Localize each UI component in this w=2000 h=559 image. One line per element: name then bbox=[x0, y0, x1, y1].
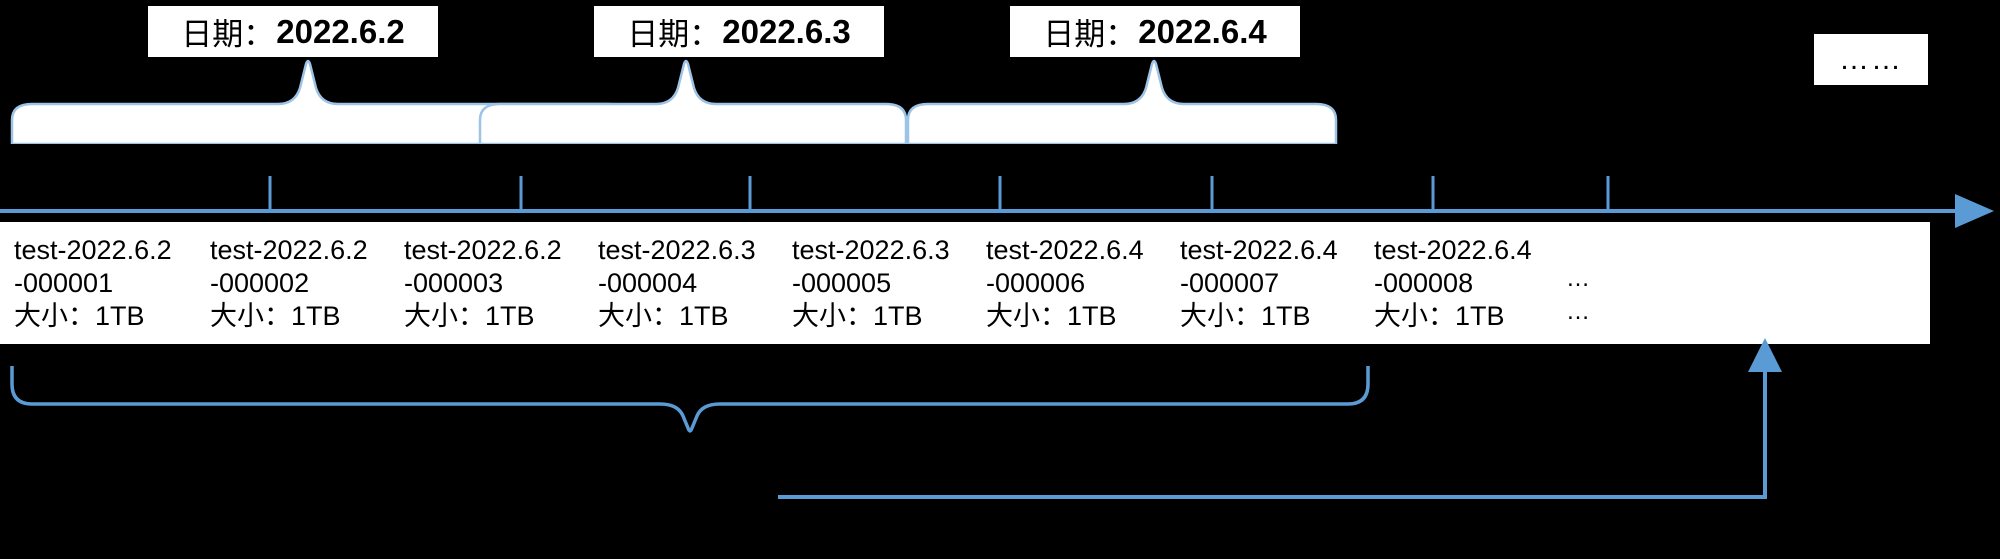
restore-target-connector bbox=[778, 338, 1782, 499]
snapshot-id: -000006 bbox=[986, 268, 1086, 298]
date-label-value: 2022.6.3 bbox=[722, 12, 851, 50]
snapshot-size: 大小：1TB bbox=[14, 301, 145, 331]
snapshot-id: -000007 bbox=[1180, 268, 1280, 298]
overflow-dots-line-2: … bbox=[1566, 298, 1592, 325]
snapshot-cell[interactable]: test-2022.6.4 -000007 大小：1TB bbox=[1166, 222, 1360, 344]
date-label-prefix: 日期： bbox=[181, 17, 275, 52]
timeline-axis bbox=[0, 176, 1994, 228]
snapshot-size: 大小：1TB bbox=[1374, 301, 1505, 331]
date-label-box-2: 日期： 2022.6.3 bbox=[592, 4, 886, 59]
overflow-dots-line-1: … bbox=[1566, 265, 1592, 292]
full-range-underbrace bbox=[10, 366, 1370, 433]
date-label-value: 2022.6.2 bbox=[276, 12, 405, 50]
snapshot-cell[interactable]: test-2022.6.3 -000004 大小：1TB bbox=[584, 222, 778, 344]
snapshot-name: test-2022.6.4 bbox=[1180, 235, 1338, 265]
snapshot-id: -000003 bbox=[404, 268, 504, 298]
snapshot-cell[interactable]: test-2022.6.4 -000006 大小：1TB bbox=[972, 222, 1166, 344]
group-brace-2022-6-3 bbox=[478, 59, 908, 144]
date-label-box-3: 日期： 2022.6.4 bbox=[1008, 4, 1302, 59]
snapshot-name: test-2022.6.2 bbox=[404, 235, 562, 265]
connector-arrowhead bbox=[1748, 338, 1782, 372]
ellipsis-text: …… bbox=[1839, 42, 1903, 76]
snapshot-id: -000002 bbox=[210, 268, 310, 298]
snapshot-cells-row: test-2022.6.2 -000001 大小：1TB test-2022.6… bbox=[0, 222, 1930, 344]
more-dates-ellipsis-box: …… bbox=[1812, 32, 1930, 87]
snapshot-id: -000005 bbox=[792, 268, 892, 298]
snapshot-size: 大小：1TB bbox=[404, 301, 535, 331]
snapshot-id: -000008 bbox=[1374, 268, 1474, 298]
snapshot-name: test-2022.6.3 bbox=[792, 235, 950, 265]
axis-arrowhead bbox=[1955, 194, 1994, 228]
snapshot-id: -000004 bbox=[598, 268, 698, 298]
snapshot-cell[interactable]: test-2022.6.2 -000002 大小：1TB bbox=[196, 222, 390, 344]
snapshot-cell[interactable]: test-2022.6.2 -000003 大小：1TB bbox=[390, 222, 584, 344]
snapshot-name: test-2022.6.2 bbox=[210, 235, 368, 265]
snapshot-name: test-2022.6.4 bbox=[986, 235, 1144, 265]
date-label-prefix: 日期： bbox=[627, 17, 721, 52]
snapshot-size: 大小：1TB bbox=[210, 301, 341, 331]
snapshot-cell[interactable]: test-2022.6.4 -000008 大小：1TB bbox=[1360, 222, 1556, 344]
snapshot-id: -000001 bbox=[14, 268, 114, 298]
date-label-prefix: 日期： bbox=[1043, 17, 1137, 52]
snapshot-size: 大小：1TB bbox=[792, 301, 923, 331]
snapshot-name: test-2022.6.4 bbox=[1374, 235, 1532, 265]
date-label-value: 2022.6.4 bbox=[1138, 12, 1267, 50]
date-label-box-1: 日期： 2022.6.2 bbox=[146, 4, 440, 59]
snapshot-name: test-2022.6.3 bbox=[598, 235, 756, 265]
snapshot-cell[interactable]: test-2022.6.2 -000001 大小：1TB bbox=[0, 222, 196, 344]
snapshot-size: 大小：1TB bbox=[598, 301, 729, 331]
snapshot-size: 大小：1TB bbox=[986, 301, 1117, 331]
snapshot-cell[interactable]: test-2022.6.3 -000005 大小：1TB bbox=[778, 222, 972, 344]
snapshot-name: test-2022.6.2 bbox=[14, 235, 172, 265]
snapshot-overflow-cell: … … bbox=[1556, 222, 1630, 344]
group-brace-2022-6-4 bbox=[906, 59, 1338, 144]
snapshot-size: 大小：1TB bbox=[1180, 301, 1311, 331]
